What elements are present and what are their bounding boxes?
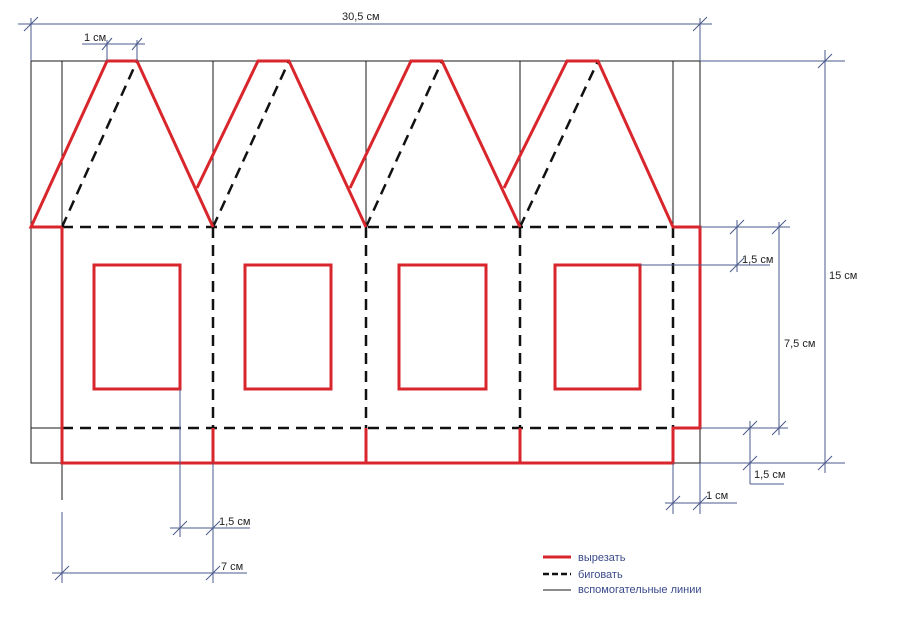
legend: вырезать биговать вспомогательные линии: [543, 552, 702, 596]
window-2: [243, 263, 333, 391]
dim-total-width: 30,5 см: [342, 11, 380, 23]
dim-bottom-margin: 1,5 см: [754, 469, 785, 481]
dim-tab-width: 1 см: [706, 490, 728, 502]
cut-lines: [28, 59, 702, 465]
dim-window-top-margin: 1,5 см: [742, 254, 773, 266]
dim-panel-width: 7 см: [221, 561, 243, 573]
dimension-lines: 30,5 см 1 см 15 см 1,5 см 7,5 см 1,5 см: [18, 11, 857, 583]
fold-lines: [60, 60, 675, 430]
window-3: [397, 263, 488, 391]
legend-fold-label: биговать: [578, 569, 623, 581]
legend-cut-label: вырезать: [578, 552, 626, 564]
legend-helper-label: вспомогательные линии: [578, 584, 702, 596]
window-1: [92, 263, 182, 391]
dim-top-flat: 1 см: [84, 32, 106, 44]
window-4: [553, 263, 642, 391]
dim-window-side-margin: 1,5 см: [219, 516, 250, 528]
dim-height-total: 15 см: [829, 270, 857, 282]
dim-window-height: 7,5 см: [784, 338, 815, 350]
